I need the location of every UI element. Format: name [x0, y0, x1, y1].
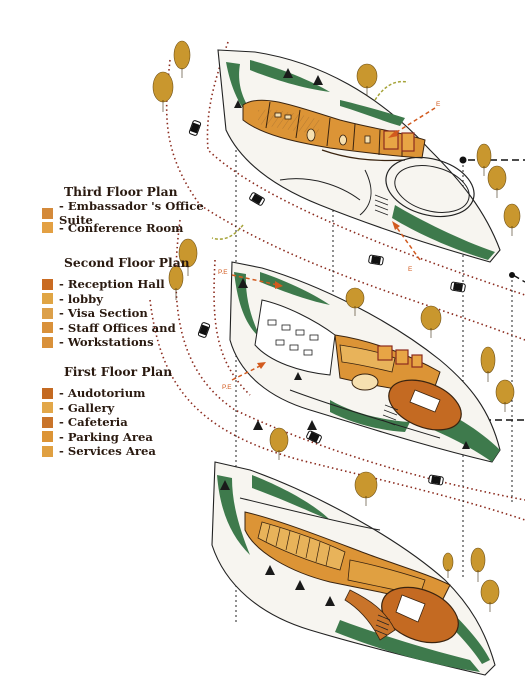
small-dark-trees	[220, 68, 470, 606]
entrance-arrowheads	[257, 130, 400, 369]
legend-label: - Reception Hall	[59, 277, 165, 292]
legend-item: - Staff Offices and	[42, 321, 227, 336]
legend-item: - Embassador 's Office Suite	[42, 199, 227, 227]
legend-swatch	[42, 431, 53, 443]
tree-icon	[354, 471, 378, 506]
car-icon	[450, 281, 466, 293]
legend-label: - Gallery	[59, 400, 115, 415]
legend-item: - Audotorium	[42, 386, 227, 401]
legend-first-floor: First Floor Plan - Audotorium - Gallery …	[42, 364, 227, 459]
tree-icon	[480, 579, 500, 612]
car-icon	[197, 322, 211, 338]
first-floor-plate	[211, 461, 496, 676]
legend-label: - Staff Offices and	[59, 320, 176, 335]
car-icon	[368, 254, 384, 266]
legend-label: - lobby	[59, 291, 103, 306]
legend-item: - Conference Room	[42, 221, 227, 236]
legend-label: - Conference Room	[59, 220, 184, 235]
tree-icon	[487, 165, 507, 198]
site-path-network	[149, 41, 525, 521]
legend-item: - Cafeteria	[42, 415, 227, 430]
legend-item: - Gallery	[42, 401, 227, 416]
legend-title: Second Floor Plan	[64, 255, 190, 270]
legend-title: Third Floor Plan	[64, 184, 178, 199]
landscape-strip	[226, 62, 270, 132]
legend-label: - Embassador 's Office Suite	[59, 199, 204, 228]
legend-label: - Workstations	[59, 335, 154, 350]
legend-second-floor: Second Floor Plan - Reception Hall - lob…	[42, 255, 227, 350]
legend-swatch	[42, 336, 53, 348]
legend-item: - Reception Hall	[42, 277, 227, 292]
legend-label: - Cafeteria	[59, 415, 128, 430]
entrance-label: E	[408, 266, 413, 273]
legend-swatch	[42, 322, 53, 334]
car-icon	[306, 430, 322, 444]
landscape-strip	[392, 205, 495, 260]
legend-swatch	[42, 416, 53, 428]
lobby-zone	[351, 373, 379, 391]
tree-icon	[480, 346, 496, 382]
tree-icon	[345, 287, 365, 316]
green-arrows	[211, 80, 409, 240]
tree-icon	[420, 305, 442, 338]
legend-swatch	[42, 307, 53, 319]
legend-title: First Floor Plan	[64, 364, 173, 379]
car-icons	[188, 120, 466, 486]
legend-swatch	[42, 222, 53, 234]
legend-swatch	[42, 402, 53, 414]
legend-third-floor: Third Floor Plan - Embassador 's Office …	[42, 184, 227, 235]
legend-label: - Visa Section	[59, 306, 148, 321]
legend-label: - Services Area	[59, 444, 156, 459]
landscape-strip	[340, 100, 405, 126]
tree-icon	[178, 238, 198, 276]
tree-icon	[269, 427, 289, 460]
entrance-arrows	[231, 107, 436, 381]
tree-icon	[476, 143, 492, 176]
tree-icon	[503, 203, 521, 236]
car-icon	[249, 192, 265, 206]
legend-item: - Parking Area	[42, 430, 227, 445]
tree-icon	[495, 379, 515, 412]
legend-swatch	[42, 445, 53, 457]
tree-icon	[173, 40, 191, 78]
tree-icon	[470, 547, 486, 582]
legend-label: - Audotorium	[59, 386, 146, 401]
legend-swatch	[42, 293, 53, 305]
legend-item: - Workstations	[42, 335, 227, 350]
legend-item: - Visa Section	[42, 306, 227, 321]
second-floor-plate	[229, 261, 501, 463]
landscape-trees	[152, 40, 521, 612]
legend-swatch	[42, 278, 53, 290]
car-icon	[188, 120, 202, 136]
legend-label: - Parking Area	[59, 429, 153, 444]
pedestrian-entrance-label: P.E	[222, 384, 232, 391]
tree-icon	[168, 265, 184, 300]
legend-item: - lobby	[42, 292, 227, 307]
legend-swatch	[42, 207, 53, 219]
section-cut-lines	[462, 159, 525, 421]
legend-swatch	[42, 387, 53, 399]
parking-area-zone	[257, 521, 346, 571]
entrance-label: E	[436, 101, 441, 108]
tree-icon	[356, 63, 378, 96]
legend-item: - Services Area	[42, 444, 227, 459]
pedestrian-entrance-label: P.E	[218, 269, 228, 276]
tree-icon	[442, 552, 454, 578]
car-icon	[428, 474, 444, 486]
tree-icon	[152, 71, 174, 112]
